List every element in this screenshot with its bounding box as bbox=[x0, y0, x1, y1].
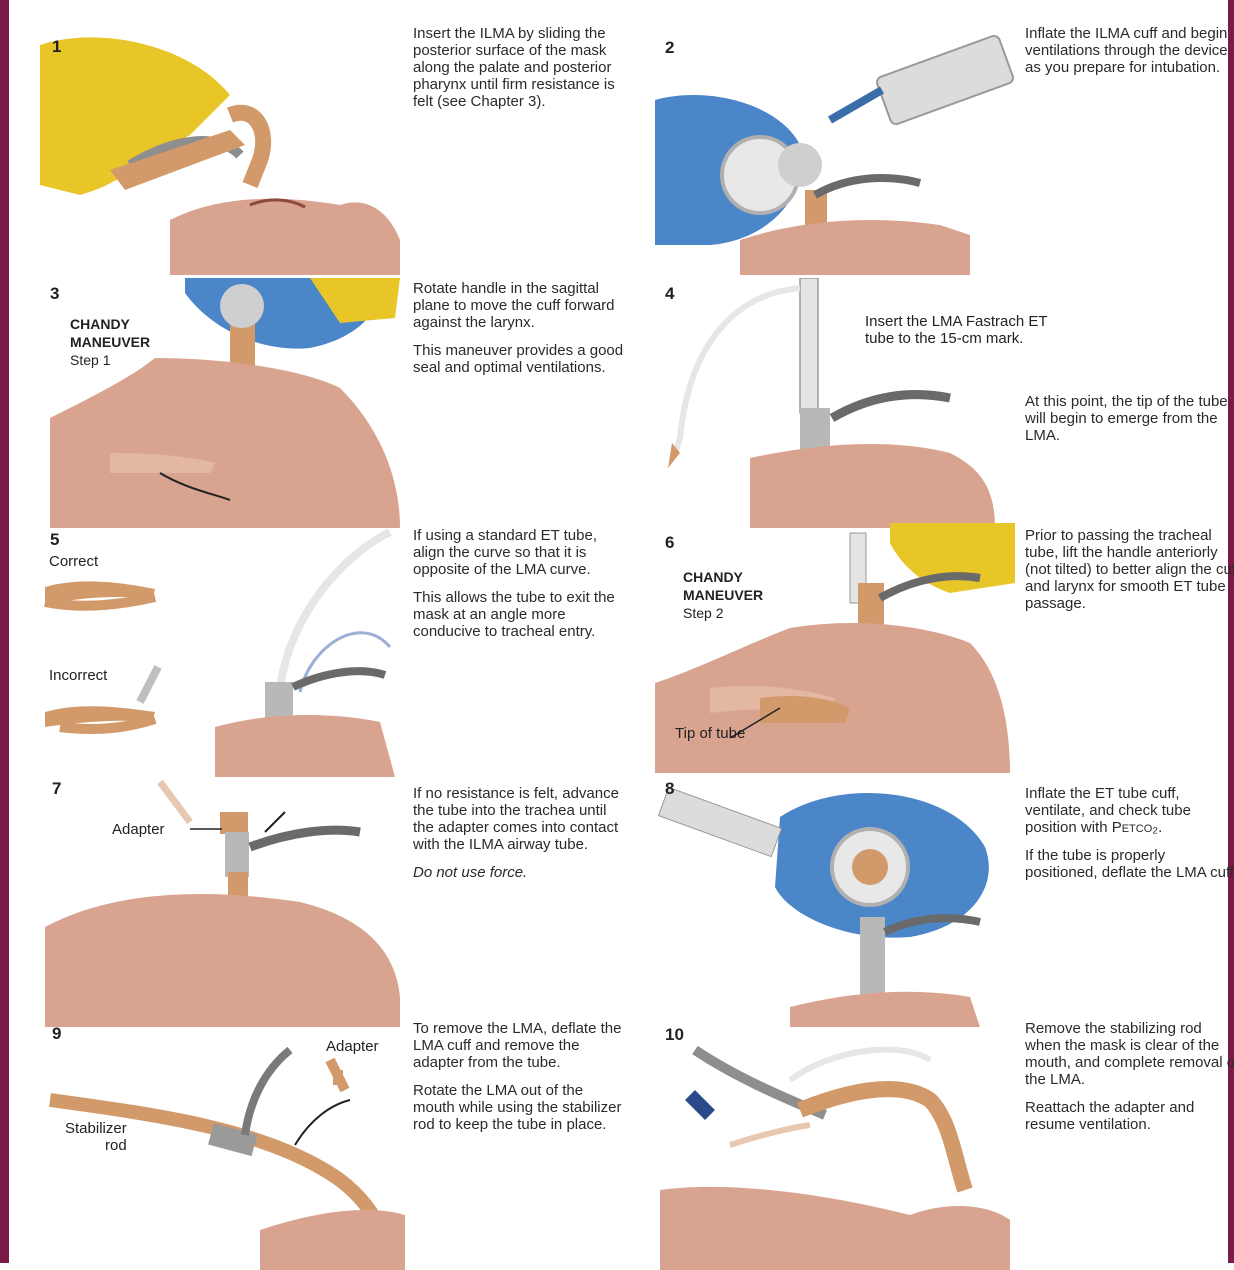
maneuver-title: CHANDY MANEUVER bbox=[683, 568, 793, 604]
step-9-text-1: To remove the LMA, deflate the LMA cuff … bbox=[413, 1020, 628, 1071]
step-number: 7 bbox=[52, 779, 61, 799]
label-stabilizer-rod: Stabilizer rod bbox=[65, 1120, 127, 1154]
label-tip-of-tube: Tip of tube bbox=[675, 725, 745, 742]
step-4: 4 Insert the LMA Fastrach ET tube to the… bbox=[650, 278, 1230, 528]
step-8-illustration bbox=[650, 777, 1015, 1027]
step-9-text-2: Rotate the LMA out of the mouth while us… bbox=[413, 1082, 628, 1133]
label-stabilizer-line2: rod bbox=[65, 1137, 127, 1154]
step-1-description: Insert the ILMA by sliding the posterior… bbox=[413, 25, 628, 121]
step-6: 6 CHANDY MANEUVER Step 2 Tip of tube Pri… bbox=[650, 523, 1230, 773]
step-6-text-1: Prior to passing the tracheal tube, lift… bbox=[1025, 527, 1234, 612]
step-8-text-1-main: Inflate the ET tube cuff, ventilate, and… bbox=[1025, 785, 1191, 836]
maneuver-label: CHANDY MANEUVER Step 1 bbox=[70, 315, 180, 369]
step-number: 1 bbox=[52, 37, 61, 57]
step-8: 8 Inflate the ET tube cuff, ventilate, a… bbox=[650, 777, 1230, 1027]
step-7-illustration bbox=[40, 777, 405, 1027]
label-adapter: Adapter bbox=[326, 1038, 379, 1055]
left-border bbox=[0, 0, 9, 1263]
step-1-illustration bbox=[40, 25, 405, 275]
step-4-callout-text: Insert the LMA Fastrach ET tube to the 1… bbox=[865, 313, 1047, 347]
step-8-text-1: Inflate the ET tube cuff, ventilate, and… bbox=[1025, 785, 1234, 836]
step-number: 5 bbox=[50, 530, 59, 550]
step-10-description: Remove the stabilizing rod when the mask… bbox=[1025, 1020, 1234, 1144]
step-number: 2 bbox=[665, 38, 674, 58]
step-number: 4 bbox=[665, 284, 674, 304]
step-3: 3 CHANDY MANEUVER Step 1 Rotate handle i… bbox=[40, 278, 620, 528]
step-number: 6 bbox=[665, 533, 674, 553]
step-8-text-2: If the tube is properly positioned, defl… bbox=[1025, 847, 1234, 881]
label-adapter: Adapter bbox=[112, 821, 165, 838]
step-number: 8 bbox=[665, 779, 674, 799]
step-3-text-2: This maneuver provides a good seal and o… bbox=[413, 342, 628, 376]
step-2-text-1: Inflate the ILMA cuff and begin ventilat… bbox=[1025, 25, 1234, 76]
maneuver-title: CHANDY MANEUVER bbox=[70, 315, 180, 351]
step-7-description: If no resistance is felt, advance the tu… bbox=[413, 785, 628, 892]
step-2-description: Inflate the ILMA cuff and begin ventilat… bbox=[1025, 25, 1234, 87]
step-2: 2 Inflate the ILMA cuff and begin ventil… bbox=[650, 25, 1230, 275]
label-correct: Correct bbox=[49, 553, 98, 570]
step-5-text-2: This allows the tube to exit the mask at… bbox=[413, 589, 628, 640]
label-stabilizer-line1: Stabilizer bbox=[65, 1120, 127, 1137]
step-4-text-1: At this point, the tip of the tube will … bbox=[1025, 393, 1234, 444]
step-9: 9 Adapter Stabilizer rod To remove the L… bbox=[40, 1020, 620, 1270]
step-7: 7 Adapter If no resistance is felt, adva… bbox=[40, 777, 620, 1027]
step-number: 10 bbox=[665, 1025, 684, 1045]
step-number: 9 bbox=[52, 1024, 61, 1044]
step-7-text-1: If no resistance is felt, advance the tu… bbox=[413, 785, 628, 853]
step-number: 3 bbox=[50, 284, 59, 304]
step-10-text-1: Remove the stabilizing rod when the mask… bbox=[1025, 1020, 1234, 1088]
step-10: 10 Remove the stabilizing rod when the m… bbox=[650, 1020, 1230, 1270]
step-2-illustration bbox=[650, 25, 1015, 275]
step-5-description: If using a standard ET tube, align the c… bbox=[413, 527, 628, 651]
step-3-description: Rotate handle in the sagittal plane to m… bbox=[413, 280, 628, 387]
step-3-text-1: Rotate handle in the sagittal plane to m… bbox=[413, 280, 628, 331]
step-8-description: Inflate the ET tube cuff, ventilate, and… bbox=[1025, 785, 1234, 892]
step-10-illustration bbox=[650, 1020, 1015, 1270]
step-7-text-2: Do not use force. bbox=[413, 864, 628, 881]
maneuver-step: Step 2 bbox=[683, 604, 793, 622]
maneuver-step: Step 1 bbox=[70, 351, 180, 369]
step-9-description: To remove the LMA, deflate the LMA cuff … bbox=[413, 1020, 628, 1144]
step-5-text-1: If using a standard ET tube, align the c… bbox=[413, 527, 628, 578]
petco2: Petco₂. bbox=[1112, 819, 1163, 836]
step-4-description: At this point, the tip of the tube will … bbox=[1025, 393, 1234, 455]
step-5: 5 Correct Incorrect If using a standard … bbox=[40, 527, 620, 777]
step-10-text-2: Reattach the adapter and resume ventilat… bbox=[1025, 1099, 1234, 1133]
step-1: 1 Insert the ILMA by sliding the posteri… bbox=[40, 25, 620, 275]
step-6-description: Prior to passing the tracheal tube, lift… bbox=[1025, 527, 1234, 623]
maneuver-label: CHANDY MANEUVER Step 2 bbox=[683, 568, 793, 622]
label-incorrect: Incorrect bbox=[49, 667, 107, 684]
step-1-text-1: Insert the ILMA by sliding the posterior… bbox=[413, 25, 628, 110]
step-4-callout: Insert the LMA Fastrach ET tube to the 1… bbox=[865, 313, 1075, 347]
